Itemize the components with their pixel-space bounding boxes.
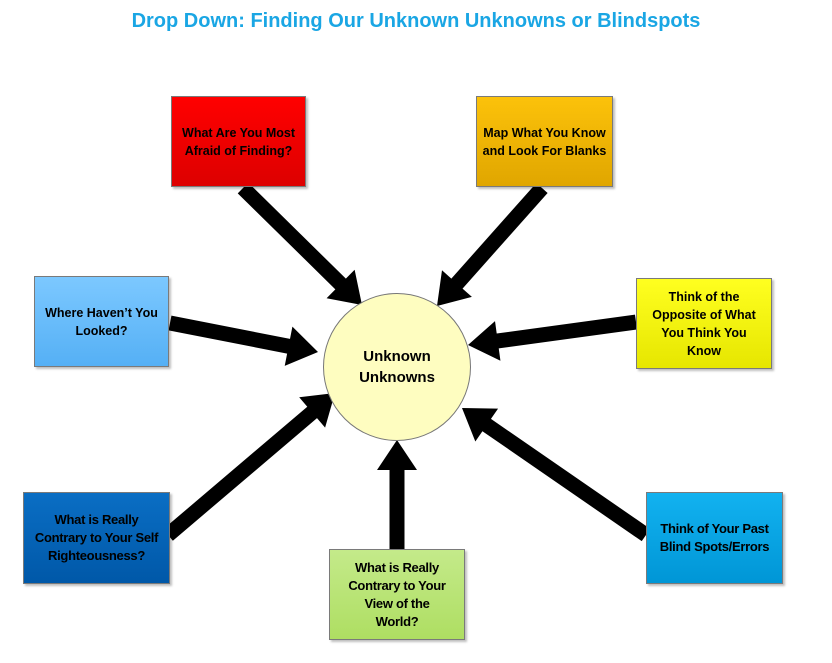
arrow-looked-to-center bbox=[168, 315, 318, 366]
box-afraid: What Are You Most Afraid of Finding? bbox=[171, 96, 306, 187]
diagram-title: Drop Down: Finding Our Unknown Unknowns … bbox=[131, 10, 701, 32]
box-looked: Where Haven’t You Looked? bbox=[34, 276, 169, 367]
box-view-of-world: What is Really Contrary to Your View of … bbox=[329, 549, 465, 640]
box-self-righteousness: What is Really Contrary to Your Self Rig… bbox=[23, 492, 170, 584]
center-circle-unknown-unknowns: Unknown Unknowns bbox=[323, 293, 471, 441]
arrow-world-to-center bbox=[377, 440, 417, 549]
box-opposite: Think of the Opposite of What You Think … bbox=[636, 278, 772, 369]
arrow-opposite-to-center bbox=[468, 314, 638, 361]
box-map: Map What You Know and Look For Blanks bbox=[476, 96, 613, 187]
box-label: What Are You Most Afraid of Finding? bbox=[182, 125, 295, 158]
center-label: Unknown Unknowns bbox=[359, 348, 435, 386]
arrow-self-to-center bbox=[163, 393, 335, 541]
box-label: What is Really Contrary to Your Self Rig… bbox=[34, 512, 159, 563]
arrow-past-to-center bbox=[462, 408, 651, 542]
box-past-blind-spots: Think of Your Past Blind Spots/Errors bbox=[646, 492, 783, 584]
arrow-map-to-center bbox=[437, 183, 548, 306]
arrow-afraid-to-center bbox=[237, 182, 362, 305]
box-label: Where Haven’t You Looked? bbox=[45, 305, 158, 338]
box-label: Think of the Opposite of What You Think … bbox=[652, 289, 756, 358]
box-label: What is Really Contrary to Your View of … bbox=[348, 559, 446, 629]
box-label: Think of Your Past Blind Spots/Errors bbox=[659, 521, 770, 554]
box-label: Map What You Know and Look For Blanks bbox=[482, 125, 607, 158]
